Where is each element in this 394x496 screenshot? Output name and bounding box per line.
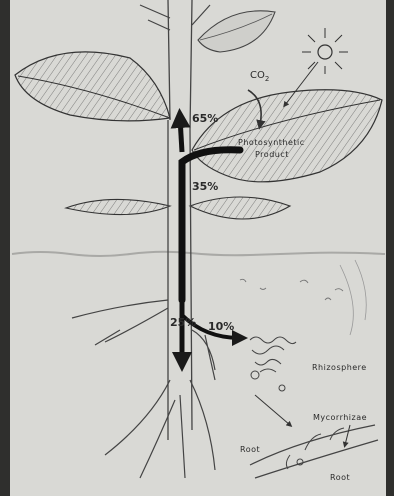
rhizosphere-label: Rhizosphere — [312, 363, 367, 372]
mycorrhizae-label: Mycorrhizae — [313, 413, 367, 422]
pct-stem-label: 35% — [192, 180, 218, 193]
root-left-label: Root — [240, 445, 260, 454]
product-label-2: Product — [255, 150, 289, 159]
product-label-1: Photosynthetic — [238, 138, 305, 147]
pct-down-label: 25% — [170, 316, 196, 329]
root-bottom-label: Root — [330, 473, 350, 482]
pct-side-label: 10% — [208, 320, 234, 333]
carbon-flow-up — [180, 118, 182, 152]
pct-up-label: 65% — [192, 112, 218, 125]
